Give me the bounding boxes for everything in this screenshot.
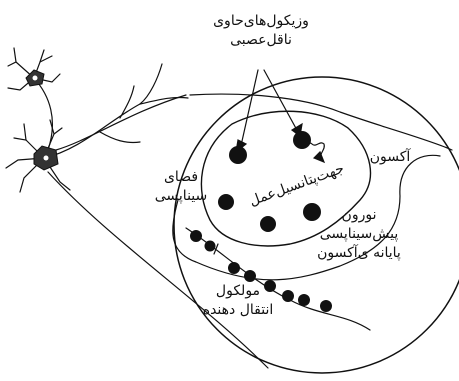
transmitter-molecule-dot: [298, 294, 310, 306]
transmitter-molecule-dot: [244, 270, 256, 282]
synaptic-space-label: فضای سیناپسی: [150, 168, 212, 206]
transmitter-molecule-label: مولکول انتقال دهنده: [186, 282, 290, 320]
axon-label-text: آکسون: [366, 148, 414, 167]
vesicles-label: وزیکول‌های‌حاوی ناقل‌عصبی: [196, 12, 326, 50]
axon-membrane-outer: [190, 94, 452, 150]
presynaptic-label: نورون پیش‌سیناپسی پایانه ی‌آکسون: [300, 206, 418, 263]
action-potential-arrowhead: [314, 152, 324, 162]
presynaptic-label-line3: پایانه ی‌آکسون: [300, 244, 418, 263]
vesicles-label-line1: وزیکول‌های‌حاوی: [196, 12, 326, 31]
upper-neuron-dendrites: [8, 48, 60, 150]
synaptic-space-label-line1: فضای: [150, 168, 212, 187]
transmitter-molecule-label-line2: انتقال دهنده: [186, 301, 290, 320]
synaptic-space-label-line2: سیناپسی: [150, 187, 212, 206]
transmitter-molecule-dot: [228, 262, 240, 274]
zoom-line-top: [56, 95, 186, 150]
transmitter-molecule-dot: [190, 230, 202, 242]
upper-neuron-nucleus: [33, 76, 38, 81]
transmitter-molecule-dot: [320, 300, 332, 312]
transmitter-molecule-dot: [205, 241, 216, 252]
vesicle: [293, 131, 311, 149]
vesicle-pointer-left: [240, 70, 258, 150]
presynaptic-label-line2: پیش‌سیناپسی: [300, 225, 418, 244]
presynaptic-label-line1: نورون: [300, 206, 418, 225]
lower-neuron-nucleus: [44, 156, 49, 161]
vesicle: [218, 194, 234, 210]
vesicles-label-line2: ناقل‌عصبی: [196, 31, 326, 50]
vesicle: [229, 146, 247, 164]
transmitter-molecule-label-line1: مولکول: [186, 282, 290, 301]
vesicle: [260, 216, 276, 232]
axon-label: آکسون: [366, 148, 414, 167]
